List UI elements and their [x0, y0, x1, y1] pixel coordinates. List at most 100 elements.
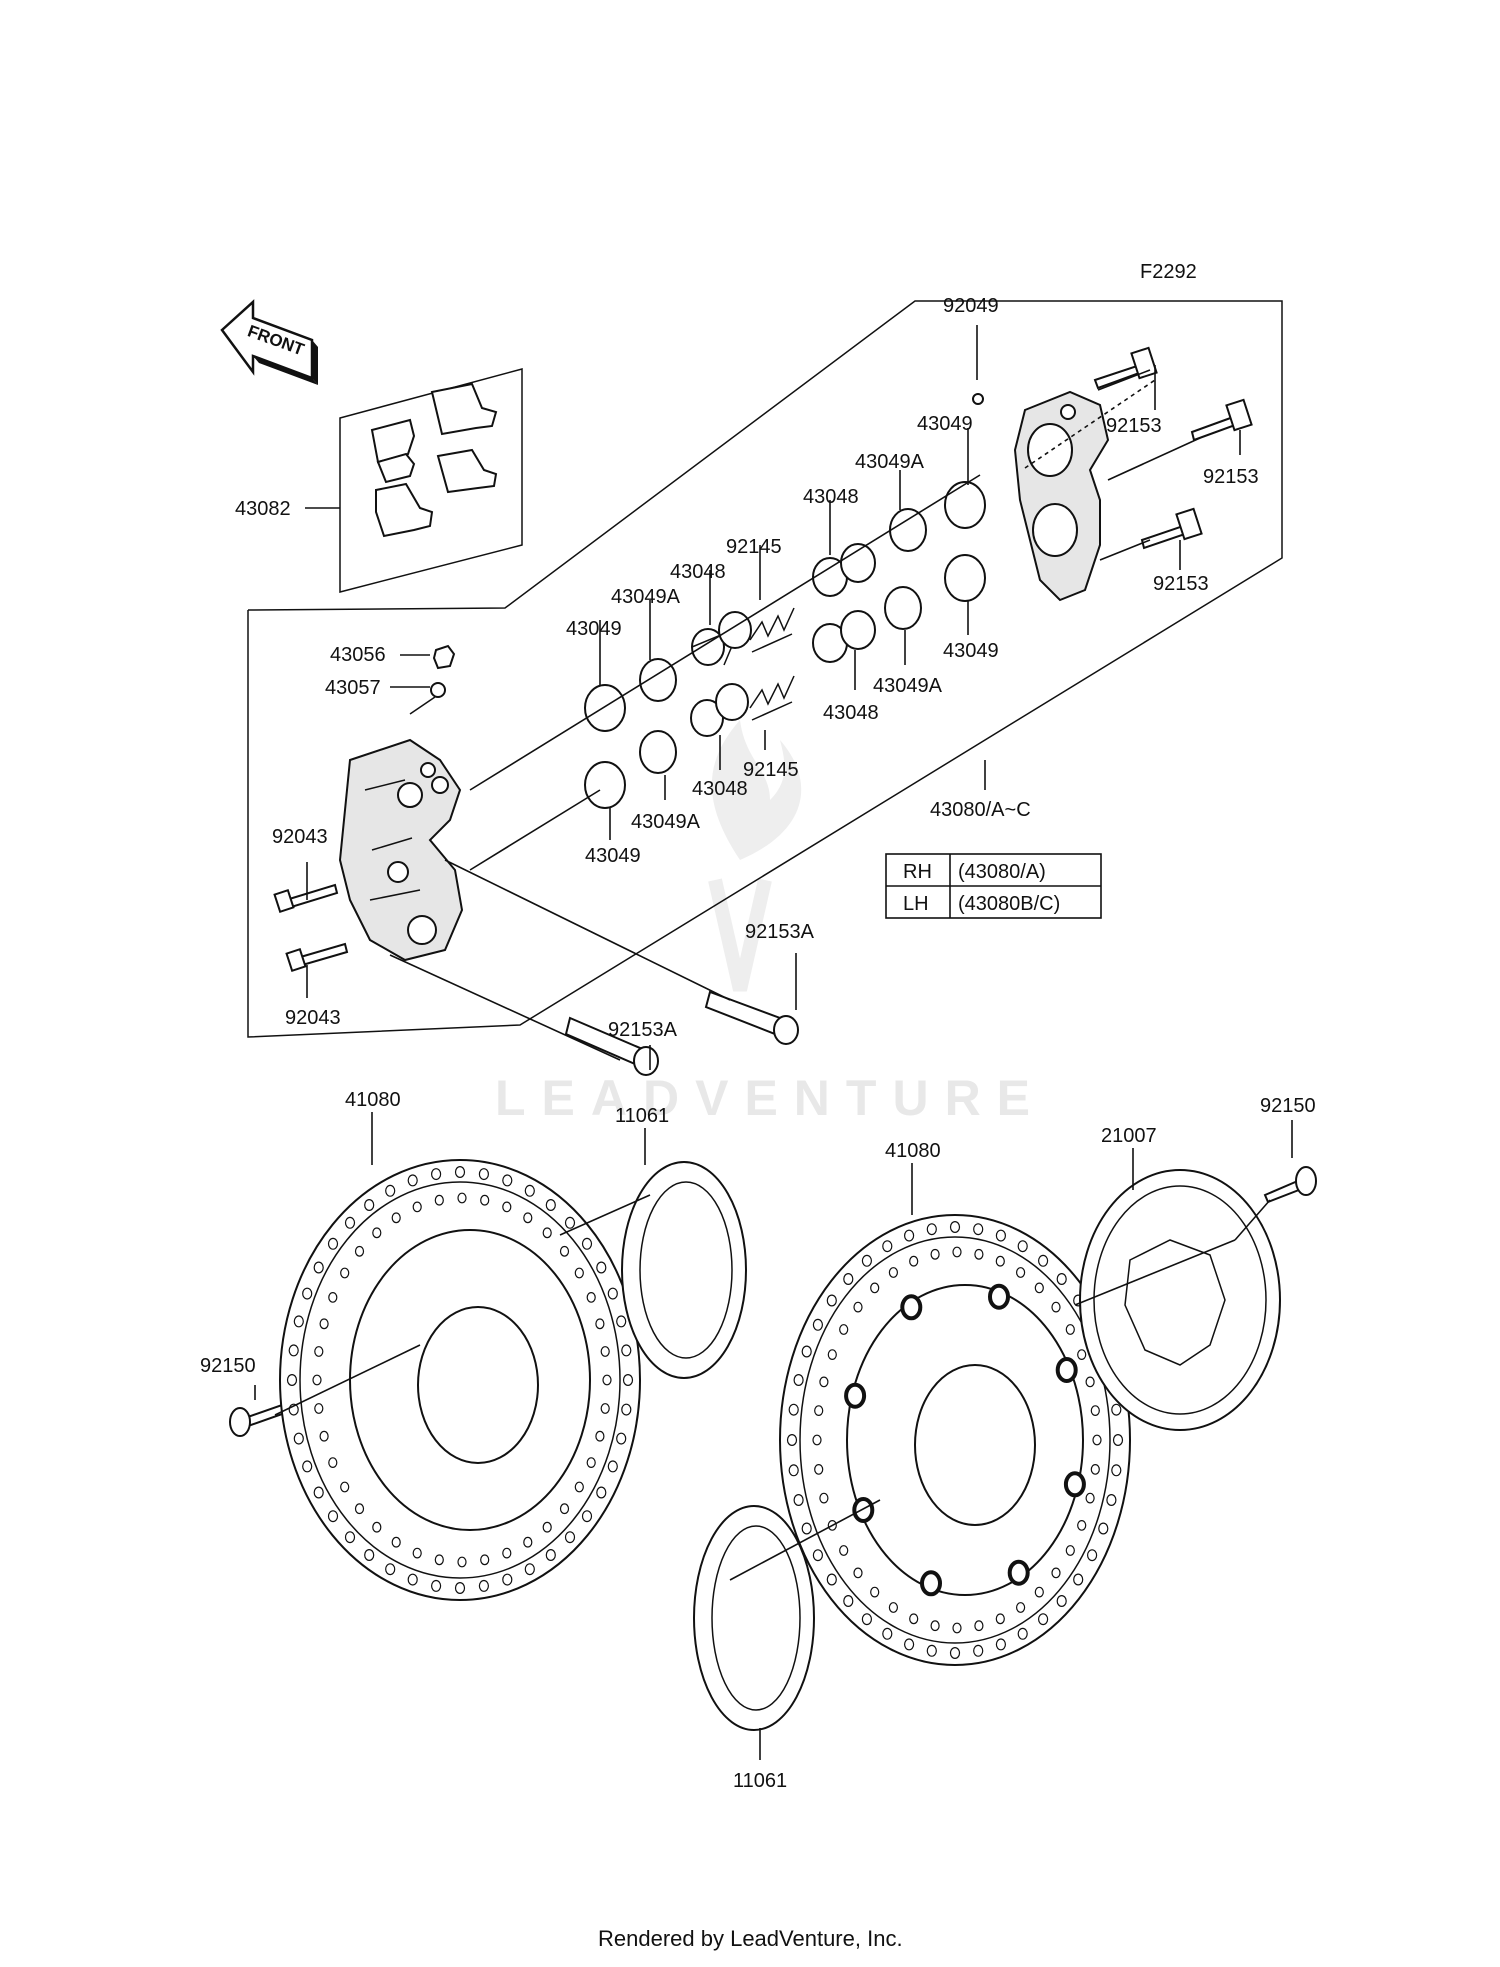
disc-hole — [1098, 1522, 1109, 1535]
disc-hole — [1106, 1493, 1117, 1506]
disc-hole — [302, 1287, 313, 1300]
disc-hole — [909, 1255, 919, 1267]
piston-icon — [812, 543, 876, 597]
disc-hole — [827, 1349, 837, 1360]
disc-hole — [870, 1282, 880, 1294]
disc-hole — [595, 1318, 605, 1330]
callout-92150-left: 92150 — [200, 1355, 256, 1377]
disc-hole — [1111, 1464, 1122, 1477]
disc-hole — [478, 1579, 489, 1592]
rotor-bobbin — [852, 1497, 875, 1523]
seal-ring-icon — [944, 554, 986, 602]
disc-hole — [502, 1201, 512, 1213]
callout-43048-mid: 43048 — [803, 486, 859, 508]
bolt-icon — [229, 1403, 287, 1437]
disc-hole — [545, 1198, 556, 1211]
callout-92145-bottom: 92145 — [743, 759, 799, 781]
disc-hole — [1017, 1240, 1028, 1253]
disc-hole — [564, 1531, 576, 1544]
disc-hole — [621, 1403, 632, 1416]
disc-hole — [328, 1291, 338, 1303]
callout-92153A-top: 92153A — [745, 921, 815, 943]
disc-hole — [812, 1434, 822, 1446]
disc-hole-pattern — [786, 1220, 1124, 1659]
callout-92153A-bottom: 92153A — [608, 1019, 678, 1041]
disc-hole — [502, 1547, 512, 1559]
disc-hole — [327, 1510, 339, 1523]
disc-hole — [1051, 1567, 1061, 1579]
disc-gasket-bottom — [693, 1505, 815, 1731]
callout-92150-right: 92150 — [1260, 1095, 1316, 1117]
callout-41080-left: 41080 — [345, 1089, 401, 1111]
disc-hole — [949, 1646, 961, 1659]
disc-hole — [523, 1536, 533, 1548]
bolt-icon — [1263, 1166, 1317, 1204]
disc-hole — [870, 1586, 880, 1598]
table-row-side: LH — [903, 893, 929, 915]
disc-hole — [607, 1460, 618, 1473]
disc-hole — [812, 1549, 824, 1562]
disc-hole — [480, 1554, 490, 1566]
disc-hole — [457, 1192, 467, 1204]
callout-11061-bottom: 11061 — [733, 1770, 787, 1792]
left-caliper-body — [338, 738, 464, 962]
figure-code: F2292 — [1140, 261, 1197, 283]
disc-hole — [607, 1287, 618, 1300]
disc-hole — [930, 1248, 940, 1260]
rotor-bobbin — [1007, 1559, 1030, 1586]
disc-hole — [903, 1638, 915, 1651]
disc-hole — [839, 1545, 849, 1556]
disc-hole — [793, 1493, 804, 1506]
disc-hole — [1017, 1627, 1028, 1640]
disc-hole — [952, 1246, 962, 1258]
disc-hole — [882, 1240, 893, 1253]
disc-hole — [1085, 1376, 1095, 1388]
bolt-icon — [1190, 398, 1253, 442]
disc-hole — [1090, 1463, 1100, 1475]
callout-43049A-top: 43049A — [611, 586, 681, 608]
callout-92049: 92049 — [943, 295, 999, 317]
seals — [584, 481, 986, 809]
disc-hole — [973, 1223, 984, 1236]
disc-hole — [344, 1531, 356, 1544]
disc-hole — [524, 1184, 535, 1197]
disc-hole — [1085, 1492, 1095, 1504]
disc-hole — [949, 1220, 961, 1233]
callout-43049-bottom: 43049 — [585, 845, 641, 867]
disc-hole — [1034, 1282, 1044, 1294]
disc-hole — [454, 1581, 466, 1594]
disc-hole — [1092, 1434, 1102, 1446]
disc-hole — [523, 1212, 533, 1224]
disc-hole — [814, 1405, 824, 1416]
seal-ring-icon — [639, 730, 677, 774]
spring-icon — [749, 607, 795, 653]
disc-hole — [431, 1168, 442, 1181]
disc-hole — [595, 1430, 605, 1442]
callout-43049A-bottom: 43049A — [631, 811, 701, 833]
callout-92043-top: 92043 — [272, 826, 328, 848]
disc-hole — [930, 1620, 940, 1632]
disc-hole — [480, 1194, 490, 1206]
disc-hole — [1034, 1586, 1044, 1598]
disc-hole — [1086, 1549, 1098, 1562]
callout-43049-right: 43049 — [943, 640, 999, 662]
rotor-bobbin — [1055, 1357, 1078, 1383]
disc-hole — [788, 1403, 799, 1416]
disc-hole — [502, 1573, 513, 1586]
front-arrow-icon: FRONT — [220, 299, 318, 385]
disc-hole — [826, 1573, 837, 1586]
disc-hole — [545, 1548, 556, 1561]
disc-hole — [328, 1457, 338, 1468]
piston-icon — [690, 683, 749, 737]
abs-sensor-rotor — [1079, 1169, 1281, 1431]
disc-hole — [1112, 1433, 1124, 1446]
piston-icon — [812, 610, 876, 663]
callout-43080: 43080/A~C — [930, 799, 1031, 821]
disc-hole — [586, 1291, 596, 1303]
bleeder-cap-icon — [432, 644, 456, 670]
disc-hole — [1051, 1301, 1061, 1313]
disc-hole — [312, 1374, 322, 1386]
disc-hole — [313, 1486, 324, 1499]
callout-43048-top: 43048 — [670, 561, 726, 583]
disc-hole — [385, 1184, 396, 1197]
